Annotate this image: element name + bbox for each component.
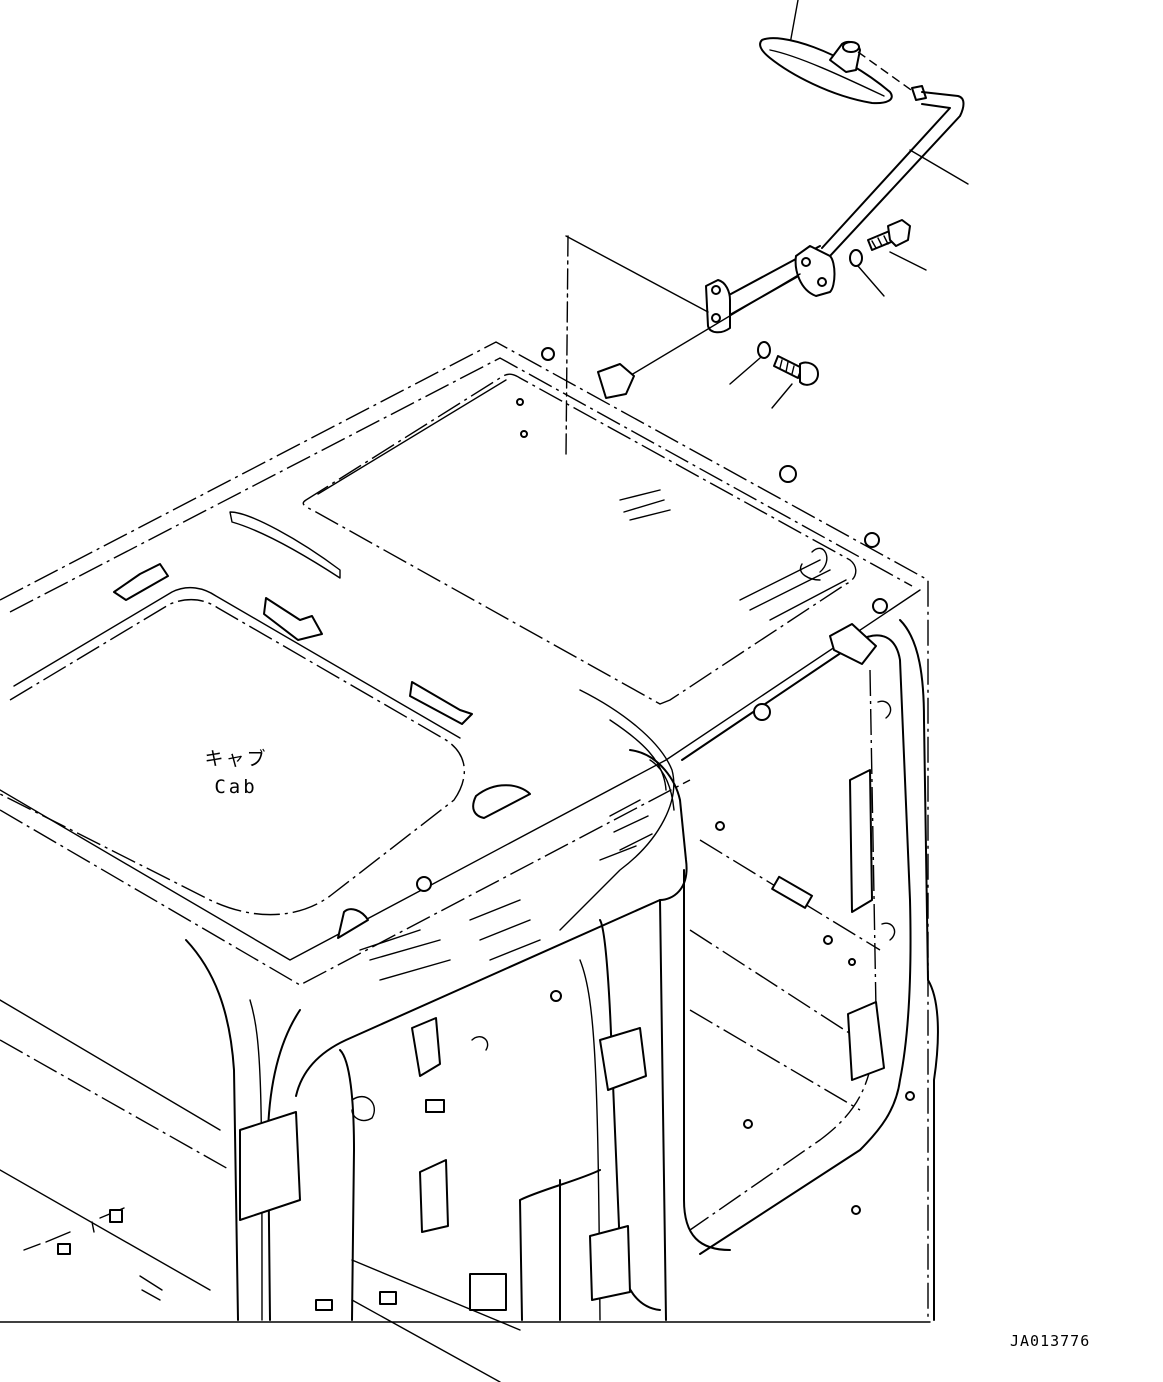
leader-line-washer-lower [729, 357, 761, 385]
washer-upper [849, 249, 863, 267]
cab-label-japanese: キャブ [204, 748, 268, 770]
mirror-stay-rod [829, 91, 965, 257]
door-frame [681, 634, 912, 1255]
cab-roof-outline [0, 341, 929, 1320]
leader-line-mirror [789, 0, 799, 45]
leader-line-bolt-upper [889, 251, 927, 271]
bolt-lower [773, 355, 819, 386]
front-window-outline [0, 598, 466, 916]
mirror-assembly [565, 0, 969, 457]
stay-bracket-right [794, 245, 836, 297]
front-pillar-right [659, 899, 667, 1321]
cab-label-english: Cab [214, 776, 258, 798]
rear-pillar [899, 619, 939, 1321]
bolt-upper [867, 219, 911, 251]
beam-shading [359, 489, 847, 981]
leader-line-stay [909, 149, 969, 185]
drawing-number: JA013776 [1010, 1332, 1091, 1350]
hinges-brackets [113, 363, 885, 1301]
roof-hatch [302, 373, 857, 705]
roof-front-beam [295, 749, 688, 1097]
roof-rail [229, 511, 341, 579]
cab-body [0, 341, 939, 1382]
mirror-head [759, 37, 893, 105]
washer-lower [757, 341, 771, 359]
panel-markings [23, 875, 814, 1311]
front-pillar-left [185, 939, 239, 1321]
leader-line-bolt-lower [771, 383, 793, 409]
mounting-bosses [263, 347, 915, 1215]
leader-line-washer-upper [857, 265, 885, 297]
